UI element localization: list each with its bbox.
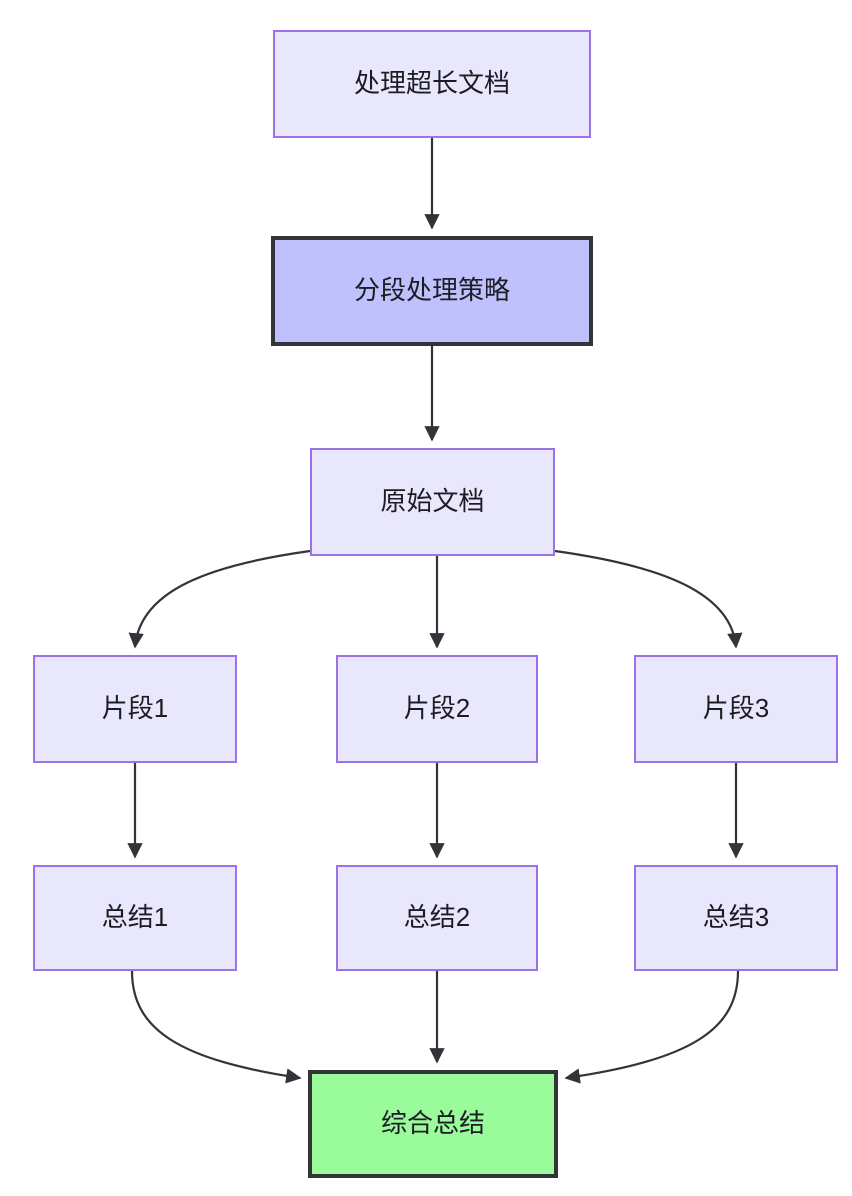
node-chunk-2[interactable]: 片段2 <box>336 655 538 763</box>
edge-summary3-to-final <box>564 970 740 1084</box>
edge-source-to-chunk1 <box>128 549 311 649</box>
node-process-long-document[interactable]: 处理超长文档 <box>273 30 591 138</box>
node-label: 片段1 <box>101 693 169 724</box>
node-label: 处理超长文档 <box>353 68 510 99</box>
node-label: 综合总结 <box>380 1108 485 1139</box>
node-summary-1[interactable]: 总结1 <box>33 865 237 971</box>
node-label: 分段处理策略 <box>353 275 510 306</box>
node-source-document[interactable]: 原始文档 <box>310 448 555 556</box>
node-label: 原始文档 <box>380 486 485 517</box>
node-label: 片段2 <box>403 693 471 724</box>
node-label: 片段3 <box>702 693 770 724</box>
node-summary-2[interactable]: 总结2 <box>336 865 538 971</box>
node-label: 总结3 <box>702 902 770 933</box>
node-chunk-1[interactable]: 片段1 <box>33 655 237 763</box>
node-chunk-3[interactable]: 片段3 <box>634 655 838 763</box>
node-summary-3[interactable]: 总结3 <box>634 865 838 971</box>
node-chunking-strategy[interactable]: 分段处理策略 <box>271 236 593 346</box>
edge-source-to-chunk3 <box>554 549 743 649</box>
node-label: 总结2 <box>403 902 471 933</box>
node-final-summary[interactable]: 综合总结 <box>308 1070 558 1178</box>
node-label: 总结1 <box>101 902 169 933</box>
edge-summary1-to-final <box>130 970 302 1084</box>
